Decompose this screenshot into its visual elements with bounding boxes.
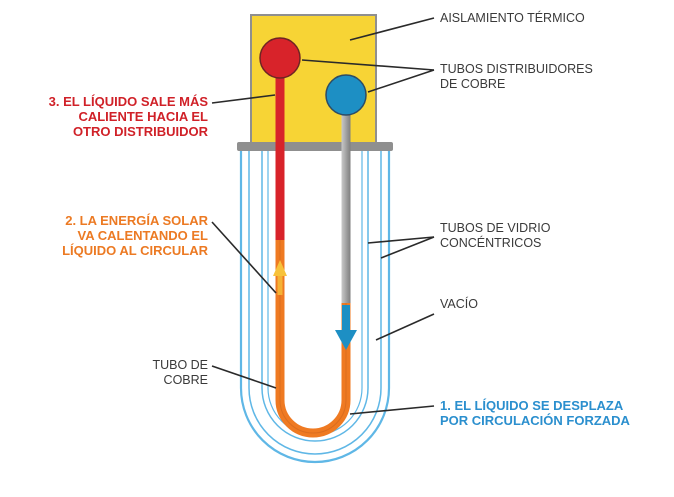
leader-glass-inner [380, 236, 435, 259]
label-distributors-line1: TUBOS DISTRIBUIDORES [440, 62, 593, 76]
label-step3-line2: CALIENTE HACIA EL [78, 109, 208, 124]
label-glass-tubes-line1: TUBOS DE VIDRIO [440, 221, 551, 235]
cold-supply-pipe [341, 95, 351, 303]
hot-distributor-circle [259, 37, 301, 79]
label-step3: 3. EL LÍQUIDO SALE MÁS CALIENTE HACIA EL… [49, 94, 208, 139]
down-arrow-shaft [342, 305, 350, 333]
cold-distributor-circle [325, 74, 367, 116]
copper-tube-u [275, 238, 351, 438]
label-step2-line1: 2. LA ENERGÍA SOLAR [65, 213, 208, 228]
label-step2-line2: VA CALENTANDO EL [77, 228, 208, 243]
label-copper-tube-line1: TUBO DE [152, 358, 208, 372]
label-step1-line1: 1. EL LÍQUIDO SE DESPLAZA [440, 398, 624, 413]
manifold-plate [237, 142, 393, 151]
label-copper-tube-line2: COBRE [163, 373, 208, 387]
leader-step1 [349, 405, 435, 415]
label-glass-tubes-line2: CONCÉNTRICOS [440, 236, 542, 250]
leader-vacuum [375, 313, 435, 341]
outer-glass-tube [239, 150, 391, 464]
up-arrow-icon [273, 260, 287, 276]
inner-glass-tube [261, 150, 369, 442]
leader-glass-outer [367, 236, 435, 244]
leader-step3 [211, 94, 276, 104]
leader-insulation [349, 17, 435, 41]
label-insulation: AISLAMIENTO TÉRMICO [440, 11, 585, 25]
leader-distributor-hot [301, 59, 435, 71]
label-step2: 2. LA ENERGÍA SOLAR VA CALENTANDO EL LÍQ… [62, 213, 208, 258]
label-step1: 1. EL LÍQUIDO SE DESPLAZA POR CIRCULACIÓ… [440, 398, 630, 428]
label-glass-tubes: TUBOS DE VIDRIO CONCÉNTRICOS [440, 221, 550, 251]
label-vacuum: VACÍO [440, 297, 478, 311]
up-arrow-shaft [277, 275, 283, 295]
label-distributors-line2: DE COBRE [440, 77, 506, 91]
leader-distributor-cold [367, 69, 435, 93]
label-step2-line3: LÍQUIDO AL CIRCULAR [62, 243, 208, 258]
leader-step2 [211, 221, 277, 294]
label-step3-line1: 3. EL LÍQUIDO SALE MÁS [48, 94, 208, 109]
label-step1-line2: POR CIRCULACIÓN FORZADA [440, 413, 630, 428]
down-arrow-icon [335, 330, 357, 350]
label-copper-tube: TUBO DE COBRE [152, 358, 208, 388]
label-step3-line3: OTRO DISTRIBUIDOR [72, 124, 208, 139]
label-distributors: TUBOS DISTRIBUIDORES DE COBRE [440, 62, 593, 92]
hot-riser-pipe [275, 58, 285, 240]
outer-glass-tube-inner-wall [248, 150, 382, 455]
leader-copper-tube [211, 365, 277, 389]
copper-tube-u-outline [279, 238, 347, 434]
